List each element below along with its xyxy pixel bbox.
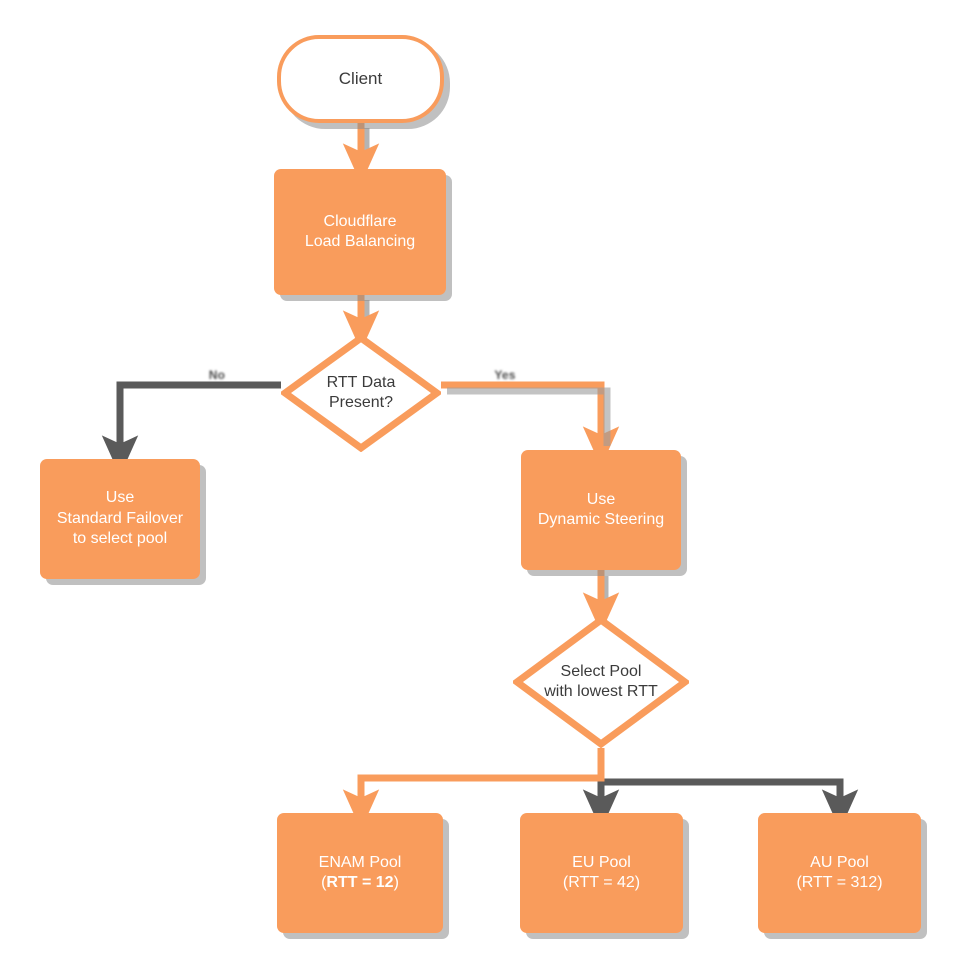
- node-enam-pool-label: ENAM Pool(RTT = 12): [318, 853, 402, 891]
- edge-shadow-rtt-yes: [447, 387, 611, 446]
- node-enam-pool[interactable]: ENAM Pool(RTT = 12): [277, 813, 443, 933]
- node-au-pool[interactable]: AU Pool(RTT = 312): [758, 813, 921, 933]
- edge-select-to-enam-pool: [342, 748, 605, 830]
- diamond-shape-rtt-data-present: [281, 334, 441, 452]
- node-eu-pool[interactable]: EU Pool(RTT = 42): [520, 813, 683, 933]
- node-eu-pool-label: EU Pool(RTT = 42): [562, 853, 641, 891]
- node-client[interactable]: Client: [277, 35, 444, 123]
- diamond-shape-select-pool-lowest-rtt: [513, 616, 689, 748]
- edge-label-yes: Yes: [494, 368, 516, 382]
- edge-rtt-yes-to-dynamic-steering: [441, 381, 620, 467]
- edge-select-to-au-pool: [601, 778, 859, 830]
- node-au-pool-label: AU Pool(RTT = 312): [796, 853, 883, 891]
- node-client-label: Client: [338, 69, 383, 89]
- edge-rtt-no-to-standard-failover: [101, 381, 281, 476]
- edge-label-no: No: [208, 368, 226, 382]
